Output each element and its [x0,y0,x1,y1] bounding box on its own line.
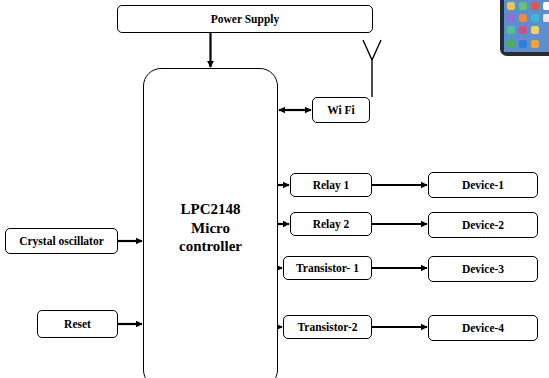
box-label: Device-2 [462,219,504,232]
signal-arrow [372,267,427,269]
reset-box: Reset [37,310,118,338]
box-label: Device-3 [462,263,504,276]
device-box: Device-1 [428,172,538,198]
wifi-box: Wi Fi [312,97,370,123]
signal-arrow [372,326,427,328]
signal-arrow [278,326,282,328]
signal-arrow [118,240,142,242]
box-label: Relay 2 [313,218,350,231]
driver-box: Device-4 [428,315,538,341]
driver-box: Device-3 [428,256,538,282]
box-label: Wi Fi [327,104,355,117]
signal-arrow [372,223,427,225]
signal-arrow [278,223,289,225]
signal-arrow [278,184,289,186]
box-label: Device-1 [462,179,504,192]
driver-box: Device-2 [428,212,538,238]
box-label: Power Supply [211,13,279,26]
signal-arrow [279,109,311,111]
box-label: Crystal oscillator [19,235,104,248]
driver-box: Relay 2 [290,212,372,236]
box-label: LPC2148 Micro controller [161,200,261,256]
microcontroller-box: LPC2148 Micro controller [143,68,278,378]
signal-arrow [278,267,282,269]
power-supply-box: Power Supply [117,5,373,33]
box-label: Device-4 [462,322,504,335]
oscillator-box: Crystal oscillator [5,228,118,254]
phone-illustration [500,0,549,56]
signal-arrow [372,184,427,186]
box-label: Relay 1 [313,179,350,192]
box-label: Transistor- 1 [296,262,359,275]
signal-arrow [118,323,142,325]
driver-box: Relay 1 [290,173,372,197]
antenna-symbol [363,40,381,97]
driver-box: Transistor-2 [283,315,372,339]
signal-arrow [209,33,211,67]
box-label: Transistor-2 [297,321,357,334]
box-label: Reset [64,318,91,331]
driver-box: Transistor- 1 [283,256,372,280]
